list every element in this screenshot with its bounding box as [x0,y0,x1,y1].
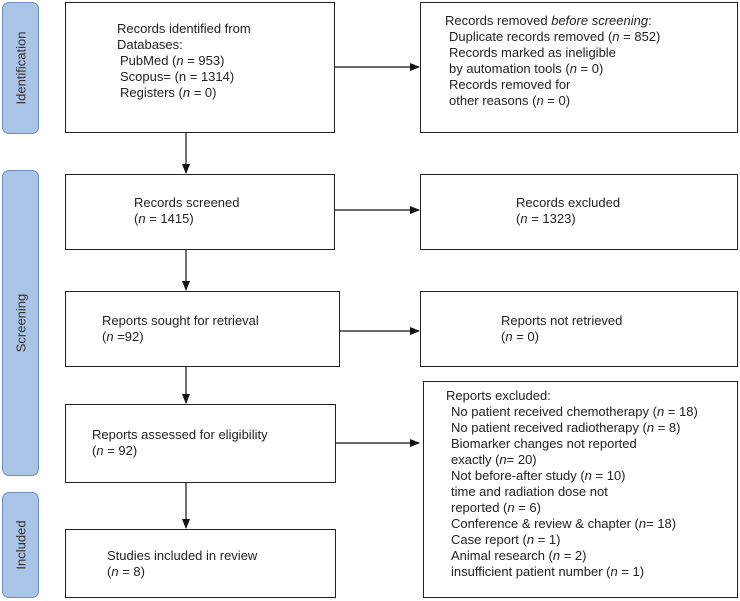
not-retrieved-line1: Reports not retrieved [501,313,623,328]
sought-line1: Reports sought for retrieval [102,313,259,328]
reports-excluded-reason: exactly (n= 20) [451,452,537,467]
screened-line1: Records screened [134,195,240,210]
included-line1: Studies included in review [107,548,258,563]
assessed-line2: (n = 92) [92,443,138,458]
identified-scopus: Scopus= (n = 1314) [120,69,235,84]
box-reports-not-retrieved: Reports not retrieved (n = 0) [420,291,738,367]
removed-other-2: other reasons (n = 0) [449,93,571,108]
identified-line2: Databases: [117,37,183,52]
removed-other-1: Records removed for [449,77,571,92]
reports-excluded-reason: No patient received radiotherapy (n = 8) [451,420,681,435]
reports-excluded-reason: insufficient patient number (n = 1) [451,564,645,579]
identified-registers: Registers (n = 0) [120,85,217,100]
reports-excluded-title: Reports excluded: [446,388,551,403]
reports-excluded-reason: Biomarker changes not reported [451,436,637,451]
box-studies-included: Studies included in review (n = 8) [65,529,336,598]
box-records-identified: Records identified from Databases: PubMe… [65,2,335,133]
reports-excluded-reason: Not before-after study (n = 10) [451,468,626,483]
not-retrieved-line2: (n = 0) [501,329,539,344]
phase-identification: Identification [2,2,39,134]
phase-included: Included [2,492,39,598]
removed-duplicates: Duplicate records removed (n = 852) [449,29,661,44]
reports-excluded-reason: time and radiation dose not [451,484,608,499]
reports-excluded-reason: Animal research (n = 2) [451,548,587,563]
excluded-line1: Records excluded [516,195,621,210]
box-records-screened: Records screened (n = 1415) [65,174,335,250]
reports-excluded-reason: Case report (n = 1) [451,532,561,547]
removed-ineligible-1: Records marked as ineligible [449,45,616,60]
assessed-line1: Reports assessed for eligibility [92,427,268,442]
identified-pubmed: PubMed (n = 953) [120,53,225,68]
included-line2: (n = 8) [107,564,145,579]
sought-line2: (n =92) [102,329,144,344]
box-records-removed: Records removed before screening: Duplic… [420,2,738,133]
identified-line1: Records identified from [117,21,251,36]
reports-excluded-reason: Conference & review & chapter (n= 18) [451,516,677,531]
box-reports-excluded: Reports excluded: No patient received ch… [423,381,738,598]
removed-title: Records removed before screening: [445,13,652,28]
reports-excluded-reason: reported (n = 6) [451,500,541,515]
reports-excluded-reason: No patient received chemotherapy (n = 18… [451,404,698,419]
box-reports-assessed: Reports assessed for eligibility (n = 92… [65,404,336,483]
excluded-line2: (n = 1323) [516,211,576,226]
box-reports-sought: Reports sought for retrieval (n =92) [65,291,340,367]
removed-ineligible-2: by automation tools (n = 0) [449,61,604,76]
screened-line2: (n = 1415) [134,211,194,226]
phase-screening: Screening [2,170,39,476]
box-records-excluded: Records excluded (n = 1323) [420,174,738,250]
